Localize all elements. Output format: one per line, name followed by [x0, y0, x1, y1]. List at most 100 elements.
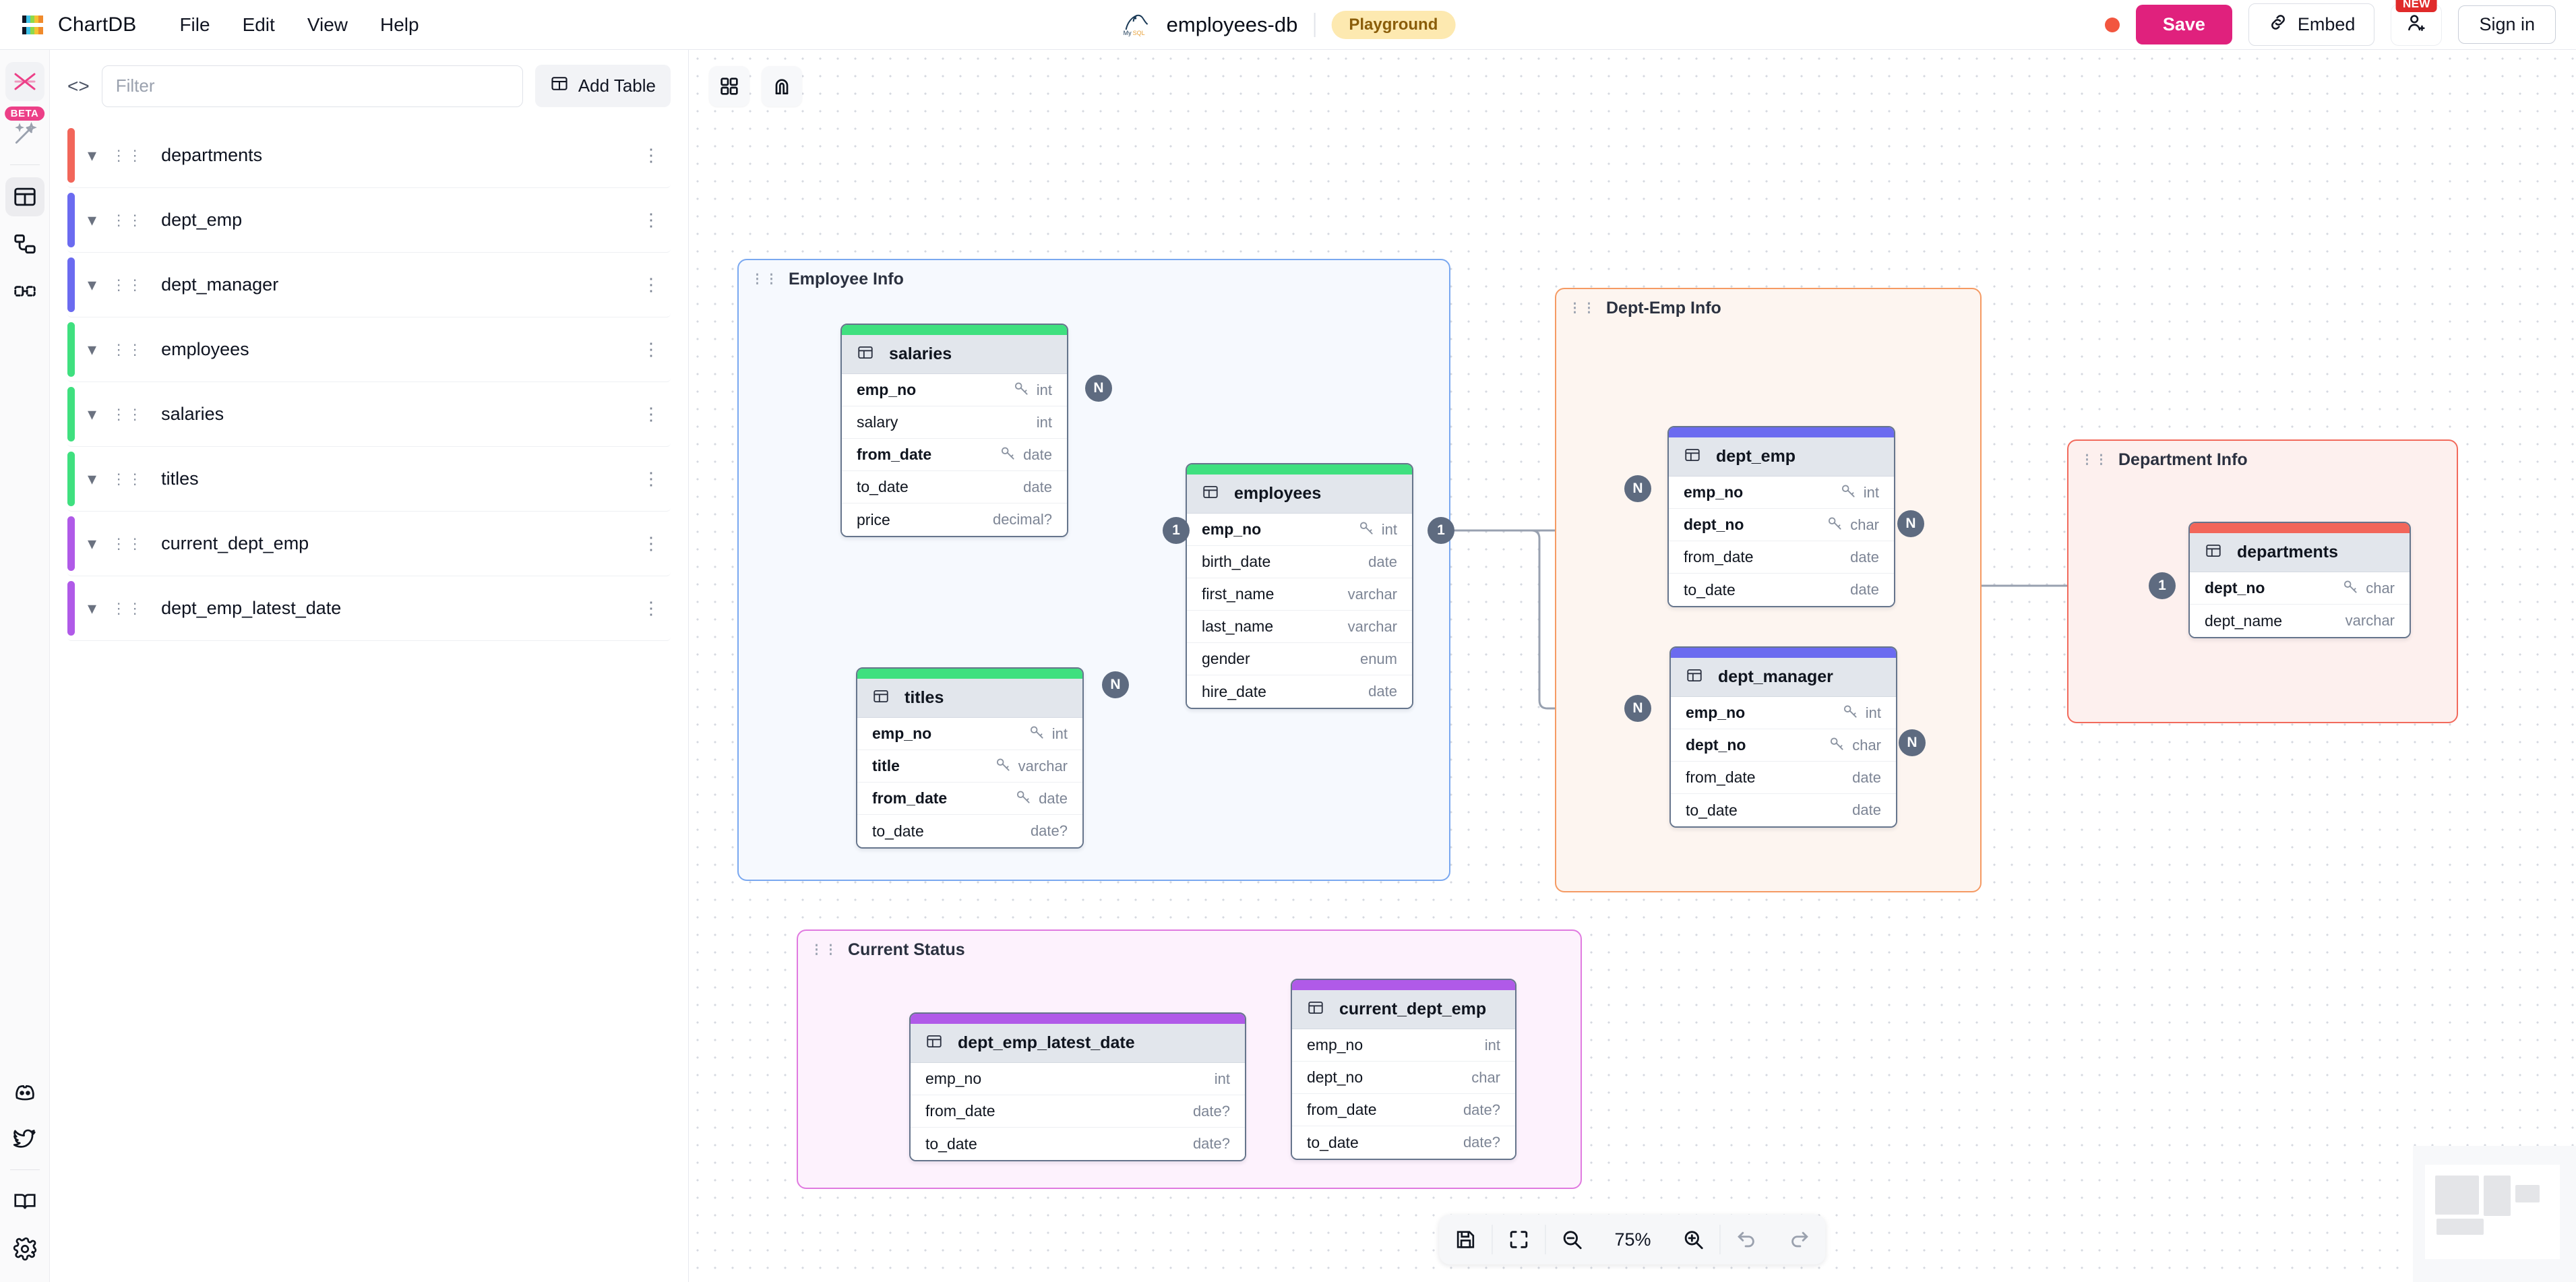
add-table-button[interactable]: Add Table	[534, 65, 671, 107]
menu-help[interactable]: Help	[380, 13, 419, 35]
table-node-header[interactable]: employees	[1187, 475, 1412, 514]
settings-gear-icon[interactable]	[5, 1229, 44, 1269]
chevron-down-icon[interactable]: ▾	[88, 274, 97, 295]
table-node-header[interactable]: dept_emp_latest_date	[911, 1024, 1245, 1063]
magnet-icon[interactable]	[762, 66, 802, 106]
menu-view[interactable]: View	[307, 13, 348, 35]
list-item[interactable]: ▾⋮⋮dept_emp⋮	[67, 188, 671, 253]
sidebar-item-relationships[interactable]	[5, 224, 44, 264]
list-item[interactable]: ▾⋮⋮current_dept_emp⋮	[67, 512, 671, 576]
chevron-down-icon[interactable]: ▾	[88, 210, 97, 230]
menu-file[interactable]: File	[179, 13, 210, 35]
more-options-icon[interactable]: ⋮	[642, 210, 660, 230]
sign-in-button[interactable]: Sign in	[2458, 5, 2556, 44]
more-options-icon[interactable]: ⋮	[642, 598, 660, 618]
chevron-down-icon[interactable]: ▾	[88, 468, 97, 489]
diagram-canvas[interactable]: ⋮⋮Employee Info⋮⋮Dept-Emp Info⋮⋮Departme…	[689, 50, 2576, 1282]
grid-icon[interactable]	[709, 66, 749, 106]
code-brackets-icon[interactable]: <>	[67, 75, 90, 96]
table-node-header[interactable]: current_dept_emp	[1292, 990, 1515, 1029]
list-item[interactable]: ▾⋮⋮departments⋮	[67, 123, 671, 188]
chevron-down-icon[interactable]: ▾	[88, 145, 97, 165]
drag-handle-icon[interactable]: ⋮⋮	[111, 406, 144, 423]
drag-handle-icon[interactable]: ⋮⋮	[111, 535, 144, 552]
embed-button[interactable]: Embed	[2248, 3, 2375, 46]
chevron-down-icon[interactable]: ▾	[88, 404, 97, 424]
table-node-header[interactable]: departments	[2190, 533, 2410, 572]
list-item[interactable]: ▾⋮⋮salaries⋮	[67, 382, 671, 447]
more-options-icon[interactable]: ⋮	[642, 274, 660, 295]
drag-handle-icon[interactable]: ⋮⋮	[111, 600, 144, 617]
drag-handle-icon[interactable]: ⋮⋮	[111, 147, 144, 164]
magic-wand-icon[interactable]: BETA	[4, 106, 45, 154]
list-item[interactable]: ▾⋮⋮dept_emp_latest_date⋮	[67, 576, 671, 641]
menu-edit[interactable]: Edit	[242, 13, 275, 35]
drag-handle-icon[interactable]: ⋮⋮	[2081, 453, 2109, 467]
more-options-icon[interactable]: ⋮	[642, 533, 660, 553]
drag-handle-icon[interactable]: ⋮⋮	[751, 272, 779, 286]
drag-handle-icon[interactable]: ⋮⋮	[111, 341, 144, 358]
docs-book-icon[interactable]	[5, 1182, 44, 1221]
zoom-out-icon[interactable]	[1545, 1215, 1598, 1264]
table-node-header[interactable]: titles	[857, 679, 1082, 718]
fit-view-icon[interactable]	[1492, 1215, 1545, 1264]
add-user-button[interactable]: NEW	[2391, 0, 2443, 46]
redo-icon[interactable]	[1773, 1215, 1826, 1264]
drag-handle-icon[interactable]: ⋮⋮	[1568, 301, 1597, 315]
more-options-icon[interactable]: ⋮	[642, 404, 660, 424]
table-node-header[interactable]: salaries	[842, 335, 1067, 374]
twitter-icon[interactable]	[5, 1120, 44, 1159]
undo-icon[interactable]	[1721, 1215, 1773, 1264]
more-options-icon[interactable]: ⋮	[642, 468, 660, 489]
sidebar-item-tables[interactable]	[5, 177, 44, 216]
chevron-down-icon[interactable]: ▾	[88, 339, 97, 359]
minimap[interactable]	[2413, 1146, 2576, 1282]
list-item[interactable]: ▾⋮⋮employees⋮	[67, 317, 671, 382]
save-button[interactable]: Save	[2135, 5, 2232, 44]
drag-handle-icon[interactable]: ⋮⋮	[111, 470, 144, 487]
table-node-header[interactable]: dept_manager	[1671, 658, 1896, 697]
chevron-down-icon[interactable]: ▾	[88, 533, 97, 553]
chartdb-logo-icon[interactable]	[5, 62, 44, 101]
zoom-level[interactable]: 75%	[1614, 1229, 1651, 1250]
more-options-icon[interactable]: ⋮	[642, 145, 660, 165]
filter-input[interactable]	[101, 65, 523, 107]
zoom-in-icon[interactable]	[1667, 1215, 1720, 1264]
more-options-icon[interactable]: ⋮	[642, 339, 660, 359]
table-node-header[interactable]: dept_emp	[1669, 437, 1894, 477]
